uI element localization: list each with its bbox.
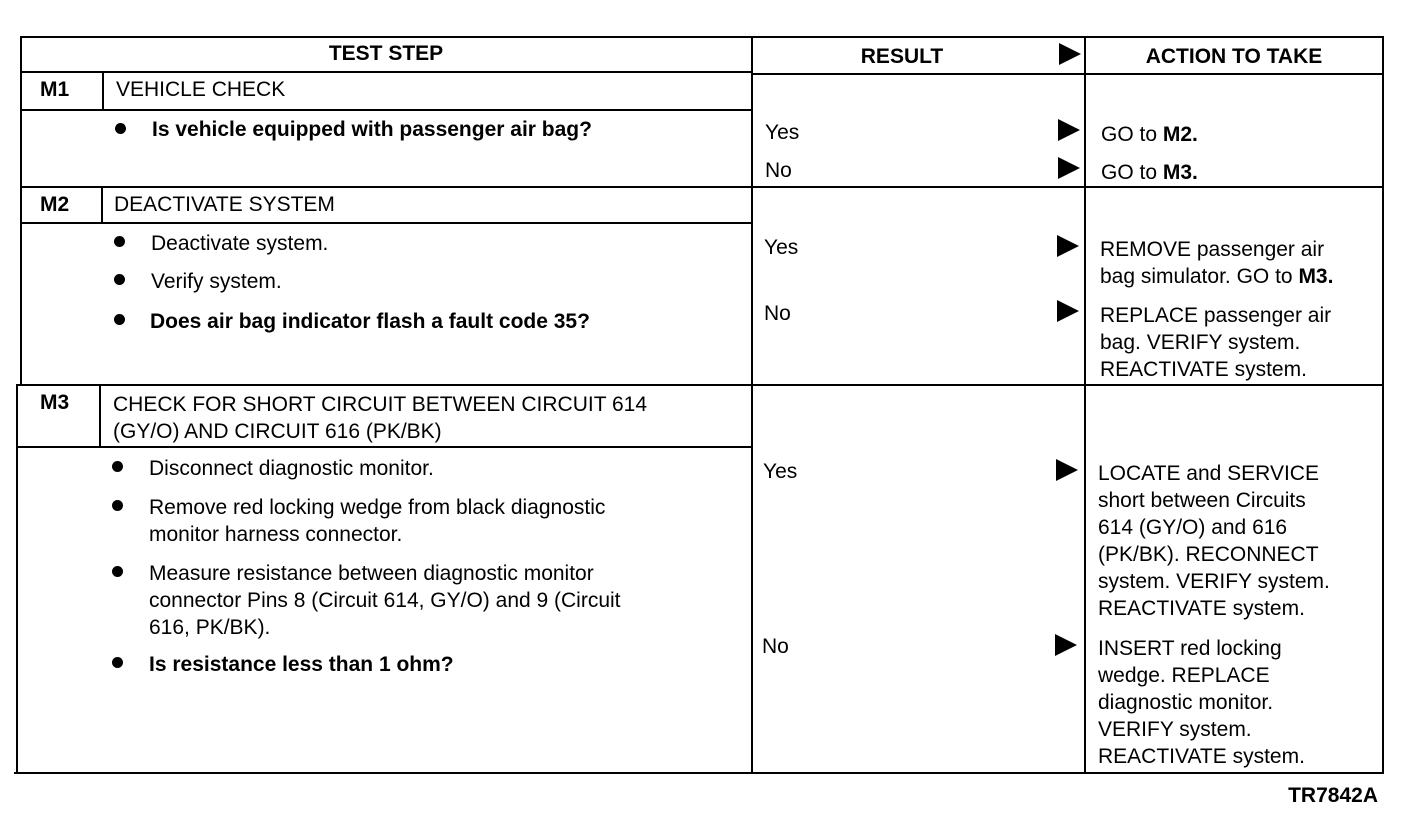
action-line: short between Circuits (1098, 489, 1306, 512)
step-id-m2: M2 (40, 193, 70, 216)
m3-question: Is resistance less than 1 ohm? (149, 651, 454, 678)
result-arrow-icon (1056, 459, 1078, 481)
action-punct: . (1192, 123, 1198, 146)
m1-action-yes: GO to M2. (1101, 121, 1198, 148)
m1-result-no: No (765, 159, 792, 182)
action-line: wedge. REPLACE (1098, 664, 1270, 687)
m2-action-yes: REMOVE passenger air bag simulator. GO t… (1100, 236, 1333, 290)
figure-code: TR7842A (1288, 784, 1378, 807)
step-ref: M3 (1298, 265, 1328, 288)
m2-question: Does air bag indicator flash a fault cod… (150, 310, 590, 333)
action-line: REACTIVATE system. (1098, 597, 1305, 620)
m3-action-no: INSERT red locking wedge. REPLACE diagno… (1098, 635, 1305, 770)
title-line: (GY/O) AND CIRCUIT 616 (PK/BK) (113, 420, 442, 443)
m3-step-measure: Measure resistance between diagnostic mo… (149, 560, 621, 641)
action-line: 614 (GY/O) and 616 (1098, 516, 1288, 539)
step-title-m3: CHECK FOR SHORT CIRCUIT BETWEEN CIRCUIT … (113, 391, 647, 445)
bullet-icon (112, 657, 123, 668)
action-line: REACTIVATE system. (1100, 358, 1307, 381)
step-title-m2: DEACTIVATE SYSTEM (114, 193, 335, 216)
header-arrow-icon (1059, 43, 1081, 65)
header-test-step: TEST STEP (328, 42, 444, 65)
m3-result-yes: Yes (763, 460, 798, 483)
action-line: bag simulator. GO to M3. (1100, 263, 1333, 290)
m2-step-verify: Verify system. (151, 270, 282, 293)
action-line: diagnostic monitor. (1098, 691, 1274, 714)
action-text: bag simulator. GO to (1100, 265, 1299, 288)
header-result: RESULT (860, 45, 944, 68)
bullet-icon (114, 236, 125, 247)
action-line: system. VERIFY system. (1098, 570, 1330, 593)
action-line: REPLACE passenger air (1100, 304, 1332, 327)
m3-step-disconnect: Disconnect diagnostic monitor. (149, 455, 434, 482)
action-line: LOCATE and SERVICE (1098, 462, 1319, 485)
step-ref: M2 (1162, 123, 1193, 146)
bullet-line: monitor harness connector. (149, 523, 403, 546)
step-id-m1: M1 (40, 78, 70, 101)
result-arrow-icon (1057, 235, 1079, 257)
m3-action-yes: LOCATE and SERVICE short between Circuit… (1098, 460, 1330, 622)
m1-result-yes: Yes (765, 121, 800, 144)
bullet-icon (112, 500, 123, 511)
bullet-icon (114, 314, 125, 325)
action-line: VERIFY system. (1098, 718, 1252, 741)
bullet-line: Measure resistance between diagnostic mo… (149, 562, 594, 585)
result-arrow-icon (1058, 119, 1080, 141)
action-punct: . (1192, 161, 1198, 184)
result-arrow-icon (1057, 300, 1079, 322)
step-title-m1: VEHICLE CHECK (116, 78, 286, 101)
bullet-line: 616, PK/BK). (149, 616, 271, 639)
bullet-icon (114, 274, 125, 285)
step-ref: M3 (1162, 161, 1193, 184)
m1-action-no: GO to M3. (1101, 159, 1198, 186)
result-arrow-icon (1055, 634, 1077, 656)
action-punct: . (1327, 265, 1334, 288)
action-line: (PK/BK). RECONNECT (1098, 543, 1319, 566)
bullet-line: Remove red locking wedge from black diag… (149, 496, 606, 519)
m2-result-no: No (764, 302, 791, 325)
action-text: GO to (1101, 161, 1163, 184)
action-line: bag. VERIFY system. (1100, 331, 1301, 354)
step-id-m3: M3 (40, 391, 70, 414)
bullet-line: connector Pins 8 (Circuit 614, GY/O) and… (149, 589, 621, 612)
action-line: REMOVE passenger air (1100, 238, 1325, 261)
bullet-line: Is resistance less than 1 ohm? (149, 653, 454, 676)
m1-question: Is vehicle equipped with passenger air b… (152, 118, 592, 141)
bullet-icon (112, 461, 123, 472)
action-line: REACTIVATE system. (1098, 745, 1305, 768)
m2-result-yes: Yes (764, 236, 799, 259)
m3-step-remove-wedge: Remove red locking wedge from black diag… (149, 494, 605, 548)
result-arrow-icon (1058, 157, 1080, 179)
action-text: GO to (1101, 123, 1163, 146)
title-line: CHECK FOR SHORT CIRCUIT BETWEEN CIRCUIT … (113, 393, 648, 416)
header-action: ACTION TO TAKE (1145, 45, 1323, 68)
bullet-icon (112, 566, 123, 577)
m3-result-no: No (762, 635, 789, 658)
m2-action-no: REPLACE passenger air bag. VERIFY system… (1100, 302, 1331, 383)
bullet-line: Disconnect diagnostic monitor. (149, 457, 434, 480)
action-line: INSERT red locking (1098, 637, 1282, 660)
m2-step-deactivate: Deactivate system. (151, 232, 329, 255)
bullet-icon (115, 123, 126, 134)
